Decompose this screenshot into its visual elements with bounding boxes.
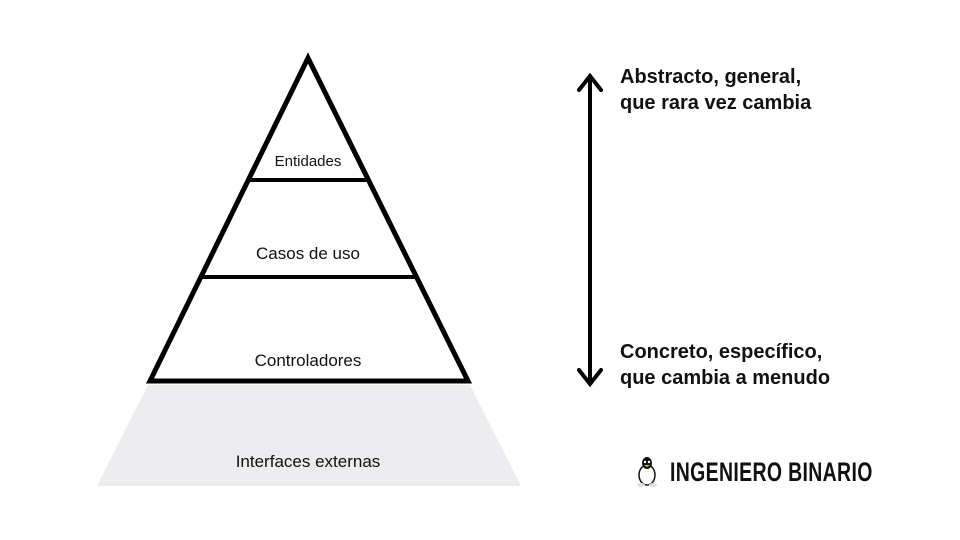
layer-controladores: Controladores [255,351,362,370]
concrete-label: Concreto, específico, que cambia a menud… [620,339,830,391]
abstract-label: Abstracto, general, que rara vez cambia [620,64,811,116]
abstract-line-1: Abstracto, general, [620,66,802,88]
pyramid-outline [145,52,473,384]
base-layer-shape [97,385,521,486]
brand-name: INGENIERO BINARIO [670,456,873,487]
concrete-line-1: Concreto, específico, [620,341,823,363]
layer-interfaces-externas: Interfaces externas [236,452,381,471]
layer-casos-de-uso: Casos de uso [256,244,360,263]
layer-entidades: Entidades [275,153,342,170]
penguin-icon [637,457,657,487]
concrete-line-2: que cambia a menudo [620,367,831,389]
brand-logo: INGENIERO BINARIO [636,454,952,490]
double-arrow-icon [577,72,603,388]
abstract-line-2: que rara vez cambia [620,92,812,114]
